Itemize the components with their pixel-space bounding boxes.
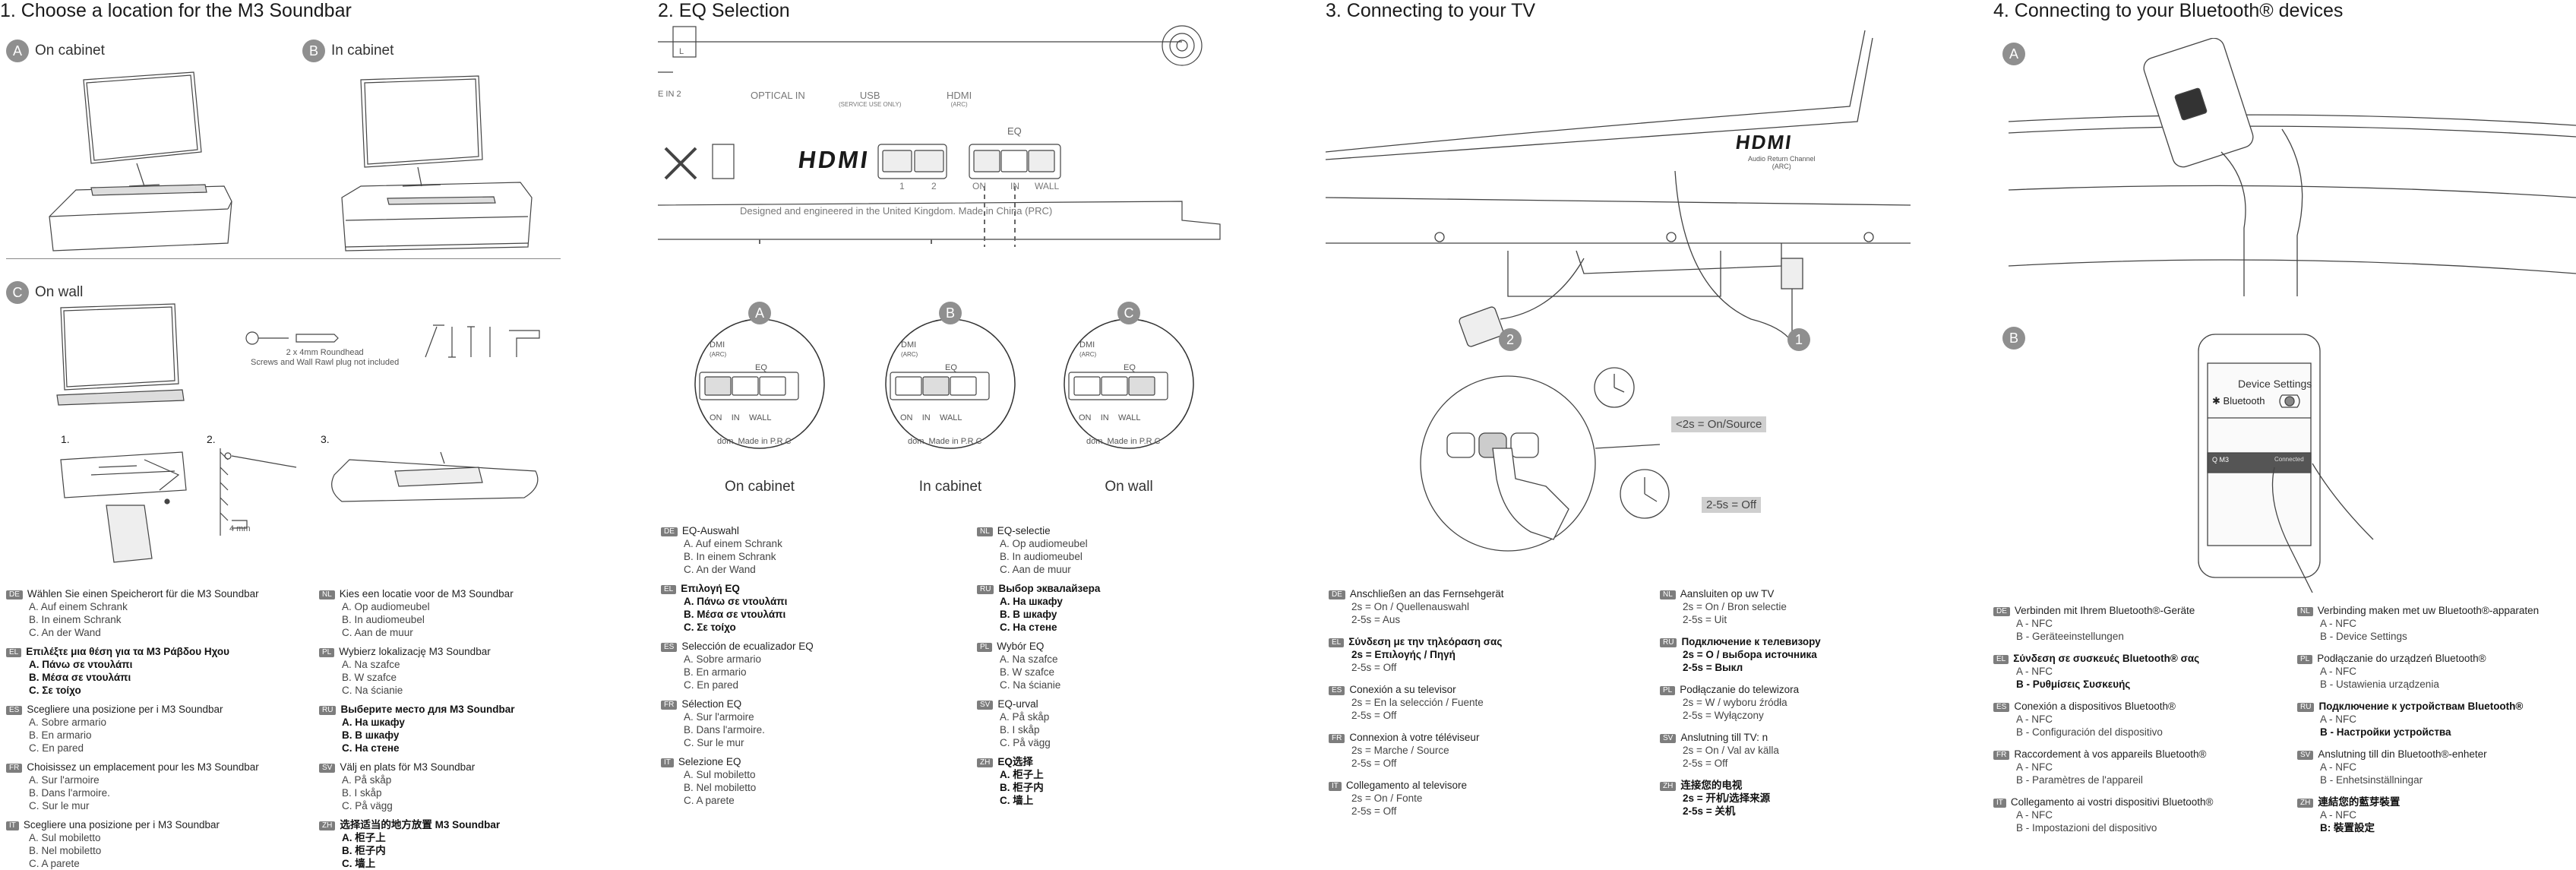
callout-off: 2-5s = Off bbox=[1702, 497, 1762, 513]
zoom-eq-b: EQ bbox=[945, 363, 957, 372]
section-divider bbox=[6, 258, 561, 259]
zoom-arc-a: (ARC) bbox=[710, 351, 727, 358]
caption-in-cabinet: In cabinet bbox=[918, 479, 982, 495]
tv-hdmi-sub: Audio Return Channel(ARC) bbox=[1748, 155, 1816, 170]
tools-illustration bbox=[425, 324, 540, 358]
step1-label: 1. bbox=[61, 433, 70, 445]
l-mark: L bbox=[679, 47, 684, 56]
step2-plug-illustration bbox=[220, 448, 297, 536]
connector-num-2: 2 bbox=[1499, 328, 1522, 351]
panel4-title: 4. Connecting to your Bluetooth® devices bbox=[1993, 0, 2344, 21]
option-c-label: C On wall bbox=[6, 281, 83, 304]
caption-on-wall: On wall bbox=[1105, 479, 1153, 495]
eq-on-label: ON bbox=[972, 181, 986, 191]
port-in2-label: E IN 2 bbox=[658, 90, 681, 99]
zoom-hdmi-b: DMI bbox=[901, 340, 917, 350]
eq-label: EQ bbox=[1007, 125, 1022, 137]
option-a-label: A On cabinet bbox=[6, 40, 105, 62]
on-wall-illustration bbox=[56, 303, 185, 406]
rear-panel-illustration bbox=[658, 25, 1221, 247]
panel-connecting-tv: 3. Connecting to your TV HDMI Audi bbox=[1326, 0, 1918, 867]
phone-settings-illustration bbox=[2198, 334, 2374, 593]
tv-connection-illustration bbox=[1326, 30, 1911, 552]
step2-label: 2. bbox=[207, 433, 216, 445]
made-in-text: Designed and engineered in the United Ki… bbox=[740, 205, 1053, 217]
panel-eq-selection: 2. EQ Selection E IN 2 L OPTICAL IN USB … bbox=[658, 0, 1235, 867]
bt-letter-b: B bbox=[2002, 327, 2025, 350]
switch-2-label: 2 bbox=[931, 181, 937, 191]
callout-on-source: <2s = On/Source bbox=[1671, 416, 1767, 432]
zoom-eq-a: EQ bbox=[755, 363, 767, 372]
zoom-labels-b: ON IN WALL bbox=[900, 413, 962, 422]
connected-label: Connected bbox=[2274, 456, 2304, 463]
tv-hdmi-logo: HDMI bbox=[1734, 131, 1794, 153]
device-m3-label: Q M3 bbox=[2212, 456, 2230, 463]
mm-label: 4 mm bbox=[229, 524, 251, 533]
eq-letter-c: C bbox=[1117, 302, 1140, 324]
eq-in-label: IN bbox=[1010, 181, 1019, 191]
eq-wall-label: WALL bbox=[1035, 181, 1060, 191]
bluetooth-label: ✱ Bluetooth bbox=[2212, 395, 2265, 407]
device-settings-title: Device Settings bbox=[2238, 378, 2312, 390]
zoom-arc-c: (ARC) bbox=[1079, 351, 1097, 358]
step3-mount-illustration bbox=[331, 451, 539, 502]
in-cabinet-illustration bbox=[341, 75, 533, 252]
zoom-made-c: dom. Made in P.R.C bbox=[1086, 437, 1161, 446]
zoom-labels-a: ON IN WALL bbox=[710, 413, 772, 422]
panel2-title: 2. EQ Selection bbox=[658, 0, 790, 21]
zoom-hdmi-c: DMI bbox=[1079, 340, 1095, 350]
nfc-tap-illustration bbox=[2008, 38, 2576, 296]
zoom-made-b: dom. Made in P.R.C bbox=[908, 437, 982, 446]
zoom-made-a: dom. Made in P.R.C bbox=[717, 437, 792, 446]
on-cabinet-illustration bbox=[49, 71, 232, 252]
port-optical-label: OPTICAL IN bbox=[751, 90, 805, 101]
port-hdmi-label: HDMI (ARC) bbox=[947, 90, 972, 108]
zoom-labels-c: ON IN WALL bbox=[1079, 413, 1141, 422]
panel-connecting-bluetooth: 4. Connecting to your Bluetooth® devices… bbox=[1993, 0, 2576, 867]
screws-note: 2 x 4mm Roundhead Screws and Wall Rawl p… bbox=[251, 348, 400, 367]
option-b-label: B In cabinet bbox=[302, 40, 394, 62]
connector-num-1: 1 bbox=[1787, 328, 1810, 351]
hdmi-logo: HDMI bbox=[796, 146, 872, 173]
switch-1-label: 1 bbox=[899, 181, 905, 191]
bt-letter-a: A bbox=[2002, 43, 2025, 65]
zoom-eq-c: EQ bbox=[1124, 363, 1136, 372]
zoom-arc-b: (ARC) bbox=[901, 351, 918, 358]
zoom-hdmi-a: DMI bbox=[710, 340, 725, 350]
panel3-title: 3. Connecting to your TV bbox=[1326, 0, 1536, 21]
screws-illustration bbox=[245, 331, 339, 345]
step3-label: 3. bbox=[321, 433, 330, 445]
port-usb-label: USB (SERVICE USE ONLY) bbox=[839, 90, 902, 108]
eq-letter-b: B bbox=[939, 302, 962, 324]
step1-drill-illustration bbox=[60, 451, 187, 563]
caption-on-cabinet: On cabinet bbox=[725, 479, 795, 495]
panel-choose-location: 1. Choose a location for the M3 Soundbar… bbox=[0, 0, 577, 870]
panel1-title: 1. Choose a location for the M3 Soundbar bbox=[0, 0, 352, 21]
bluetooth-icon: ✱ bbox=[2212, 395, 2220, 407]
eq-letter-a: A bbox=[748, 302, 771, 324]
